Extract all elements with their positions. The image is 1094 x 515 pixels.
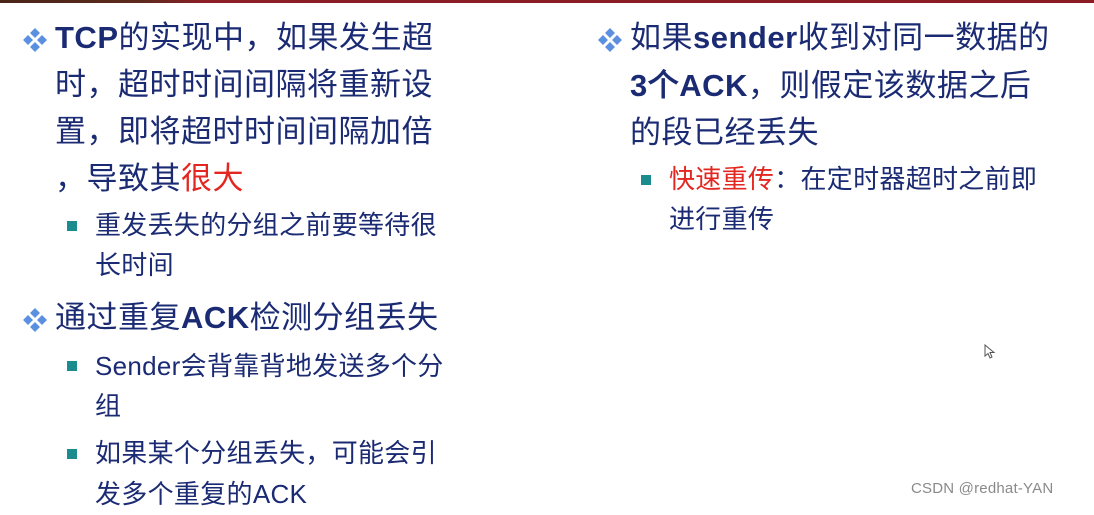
point-line: 长时间 <box>95 251 174 281</box>
point-line: 的段已经丢失 <box>630 115 819 151</box>
sub-point-fast-retransmit: 快速重传：在定时器超时之前即 进行重传 <box>641 160 1089 240</box>
point-line: 重发丢失的分组之前要等待很 <box>95 211 437 241</box>
bullet-point-triple-ack: 如果sender收到对同一数据的 3个ACK，则假定该数据之后 的段已经丢失 <box>598 14 1094 157</box>
mouse-cursor-icon <box>984 344 996 359</box>
bullet-point-timeout: TCP的实现中，如果发生超 时，超时时间间隔将重新设 置，即将超时时间间隔加倍 … <box>23 14 525 203</box>
sub-point-wait: 重发丢失的分组之前要等待很 长时间 <box>67 206 515 286</box>
slide-top-rule <box>0 0 1094 3</box>
point-line: ，导致其很大 <box>55 161 244 197</box>
emphasis-text: 快速重传 <box>669 165 775 195</box>
point-line: 3个ACK，则假定该数据之后 <box>630 68 1032 104</box>
sub-point-multiple-dup-ack: 如果某个分组丢失，可能会引 发多个重复的ACK <box>67 434 515 515</box>
point-line: 组 <box>95 392 122 422</box>
emphasis-text: 很大 <box>181 161 244 197</box>
point-line: TCP的实现中，如果发生超 <box>55 20 434 56</box>
sub-point-back-to-back: Sender会背靠背地发送多个分 组 <box>67 346 515 427</box>
square-bullet-icon <box>641 175 651 185</box>
square-bullet-icon <box>67 449 77 459</box>
diamond-bullet-icon <box>598 28 622 52</box>
square-bullet-icon <box>67 361 77 371</box>
point-line: 快速重传：在定时器超时之前即 <box>669 165 1038 195</box>
square-bullet-icon <box>67 221 77 231</box>
diamond-bullet-icon <box>23 28 47 52</box>
diamond-bullet-icon <box>23 308 47 332</box>
watermark: CSDN @redhat-YAN <box>911 480 1054 497</box>
point-line: 通过重复ACK检测分组丢失 <box>55 300 439 336</box>
point-line: 发多个重复的ACK <box>95 479 308 510</box>
point-line: 置，即将超时时间间隔加倍 <box>55 114 433 150</box>
point-line: Sender会背靠背地发送多个分 <box>95 351 444 382</box>
point-line: 时，超时时间间隔将重新设 <box>55 67 433 103</box>
point-line: 如果某个分组丢失，可能会引 <box>95 439 437 469</box>
point-line: 如果sender收到对同一数据的 <box>630 20 1050 56</box>
point-line: 进行重传 <box>669 205 775 235</box>
bullet-point-dup-ack: 通过重复ACK检测分组丢失 <box>23 294 525 342</box>
